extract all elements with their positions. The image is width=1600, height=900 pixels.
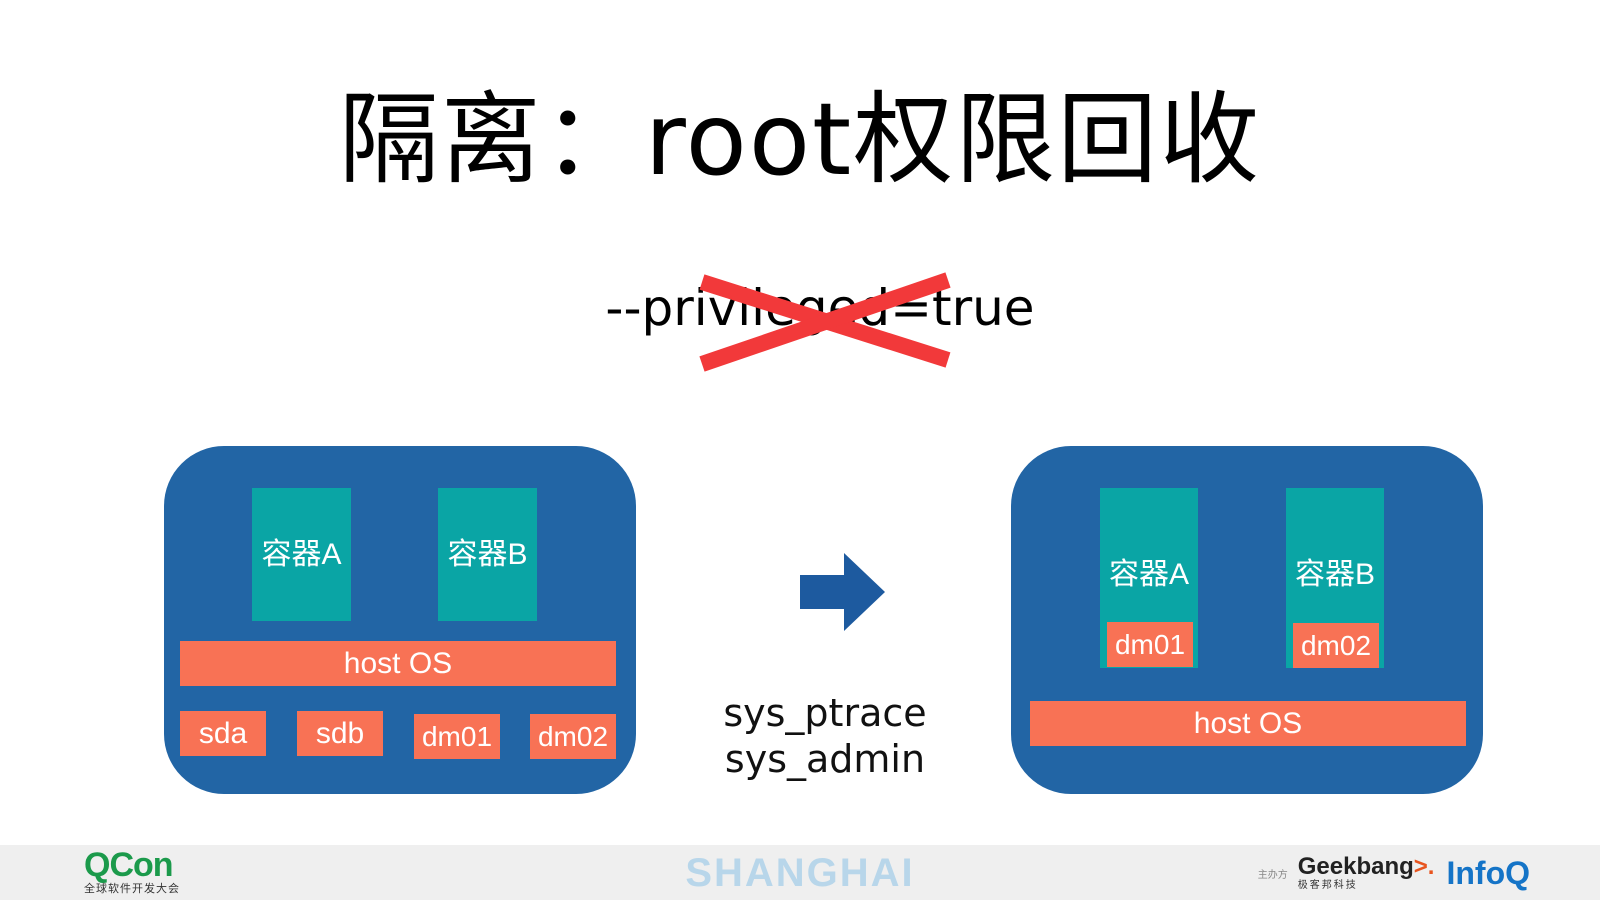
right-arrow-icon [800, 553, 885, 631]
device-sda-label: sda [198, 716, 248, 750]
cross-out-icon [699, 272, 951, 372]
container-b: 容器B [438, 488, 537, 621]
organizer-logos: 主办方 Geekbang>. 极客邦科技 InfoQ [1258, 851, 1530, 895]
host-os-bar: host OS [180, 641, 616, 686]
after-diagram: 容器A dm01 容器B dm02 host OS [1011, 446, 1483, 794]
geekbang-logo: Geekbang>. 极客邦科技 [1298, 854, 1435, 892]
qcon-subtitle: 全球软件开发大会 [84, 882, 180, 895]
geekbang-subtitle: 极客邦科技 [1297, 880, 1358, 891]
host-os-bar: host OS [1030, 701, 1466, 746]
qcon-logo-text: QCon [84, 846, 174, 884]
privileged-flag: --privileged=true [600, 268, 1040, 378]
infoq-logo: InfoQ [1446, 855, 1530, 891]
capabilities-list: sys_ptrace sys_admin [700, 690, 950, 782]
device-dm02: dm02 [530, 714, 616, 759]
device-sdb-label: sdb [315, 716, 365, 750]
device-dm02-label: dm02 [537, 720, 609, 752]
container-b-label: 容器B [447, 537, 528, 571]
container-a-device-dm01: dm01 [1107, 622, 1193, 667]
container-b-device-dm02: dm02 [1293, 623, 1379, 668]
host-os-label: host OS [343, 646, 453, 680]
device-sdb: sdb [297, 711, 383, 756]
container-a-label: 容器A [1108, 558, 1189, 591]
container-a-device-label: dm01 [1114, 628, 1186, 660]
qcon-logo: QCon 全球软件开发大会 [84, 848, 180, 898]
organizer-label: 主办方 [1257, 869, 1288, 881]
container-a-label: 容器A [261, 537, 342, 571]
slide-title: 隔离：root权限回收 [338, 81, 1262, 198]
city-name: SHANGHAI [685, 851, 915, 895]
capability-sys-ptrace: sys_ptrace [723, 691, 927, 735]
container-b-label: 容器B [1294, 558, 1375, 591]
geekbang-mark: >. [1413, 853, 1435, 880]
device-sda: sda [180, 711, 266, 756]
device-dm01-label: dm01 [421, 720, 493, 752]
device-dm01: dm01 [414, 714, 500, 759]
container-a: 容器A [252, 488, 351, 621]
capability-sys-admin: sys_admin [724, 737, 926, 781]
host-os-label: host OS [1193, 706, 1303, 740]
container-b-device-label: dm02 [1300, 629, 1372, 661]
geekbang-logo-text: Geekbang [1297, 853, 1414, 880]
footer-bar: QCon 全球软件开发大会 SHANGHAI 主办方 Geekbang>. 极客… [0, 845, 1600, 900]
before-diagram: 容器A 容器B host OS sda sdb dm01 dm02 [164, 446, 636, 794]
